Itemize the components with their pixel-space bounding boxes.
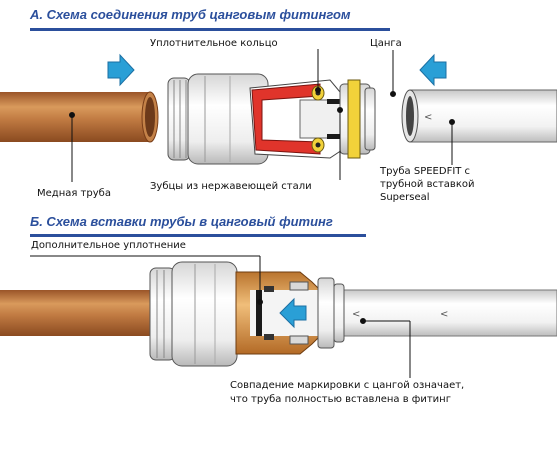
label-extra-seal: Дополнительное уплотнение xyxy=(31,240,186,251)
label-speedfit-line3: Superseal xyxy=(380,192,430,203)
section-a-underline xyxy=(30,28,390,31)
insert-arrow-icon xyxy=(279,297,307,329)
label-speedfit-line1: Труба SPEEDFIT с xyxy=(380,166,471,177)
arrow-left-icon xyxy=(419,53,447,87)
speedfit-pipe-a: < xyxy=(401,89,557,143)
section-a-title: A. Схема соединения труб цанговым фитинг… xyxy=(30,7,351,22)
svg-text:<: < xyxy=(352,309,360,320)
label-speedfit-line2: трубной вставкой xyxy=(380,179,475,190)
leader-lines-a xyxy=(69,49,455,182)
section-b-underline xyxy=(30,234,366,237)
label-marking-line2: что труба полностью вставлена в фитинг xyxy=(230,394,451,405)
copper-pipe-b xyxy=(0,290,170,336)
fitting-body-b xyxy=(149,261,345,367)
label-copper-pipe: Медная труба xyxy=(37,188,111,199)
svg-text:<: < xyxy=(440,309,448,320)
copper-pipe-a xyxy=(0,91,159,143)
label-marking-line1: Совпадение маркировки с цангой означает, xyxy=(230,380,465,391)
arrow-right-icon xyxy=(107,53,135,87)
section-b-title: Б. Схема вставки трубы в цанговый фитинг xyxy=(30,214,333,229)
svg-text:<: < xyxy=(424,112,432,123)
leader-lines-b xyxy=(30,255,411,378)
label-seal-ring: Уплотнительное кольцо xyxy=(150,38,278,49)
fitting-body-a xyxy=(167,73,376,165)
label-collet: Цанга xyxy=(370,38,402,49)
label-teeth: Зубцы из нержавеющей стали xyxy=(150,181,312,192)
